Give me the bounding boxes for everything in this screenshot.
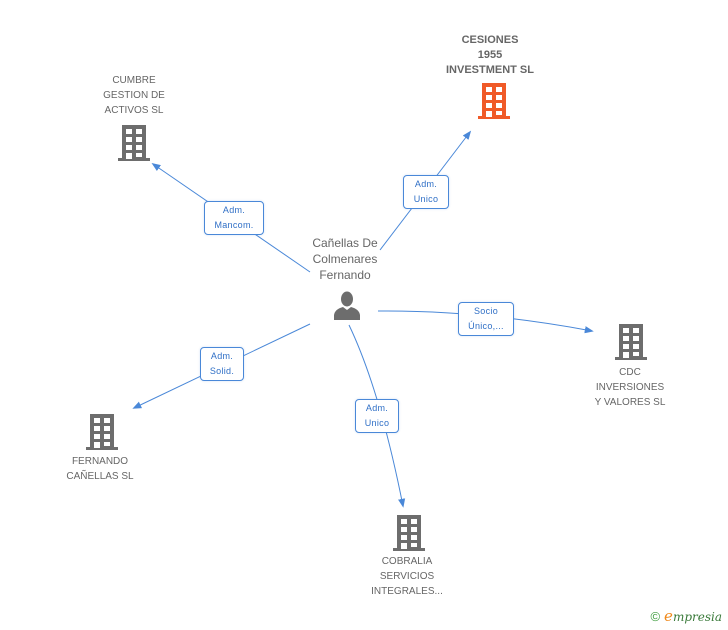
center-person-name[interactable]: Cañellas De Colmenares Fernando: [312, 236, 378, 282]
company-name-cdc[interactable]: CDC INVERSIONES Y VALORES SL: [594, 367, 666, 408]
building-icon-cesiones[interactable]: [477, 83, 511, 119]
edge-label-cdc[interactable]: Socio Único,...: [458, 302, 514, 336]
edge-label-fernando[interactable]: Adm. Solid.: [200, 347, 244, 381]
company-name-cesiones[interactable]: CESIONES 1955 INVESTMENT SL: [445, 34, 534, 76]
building-icon-cumbre[interactable]: [117, 125, 151, 161]
copyright-icon: ©: [650, 608, 661, 624]
edge-label-cesiones[interactable]: Adm. Unico: [403, 175, 449, 209]
edge-label-cumbre[interactable]: Adm. Mancom.: [204, 201, 264, 235]
edge-label-cobralia[interactable]: Adm. Unico: [355, 399, 399, 433]
building-icon-cdc[interactable]: [614, 324, 648, 360]
building-icon-fernando[interactable]: [85, 414, 119, 450]
person-icon[interactable]: [332, 290, 362, 320]
empresia-logo[interactable]: empresia: [664, 607, 722, 625]
brand-initial: e: [664, 607, 673, 625]
building-icon-cobralia[interactable]: [392, 515, 426, 551]
company-name-cobralia[interactable]: COBRALIA SERVICIOS INTEGRALES...: [371, 556, 443, 597]
company-name-fernando[interactable]: FERNANDO CAÑELLAS SL: [66, 456, 134, 482]
brand-rest: mpresia: [672, 610, 722, 624]
company-name-cumbre[interactable]: CUMBRE GESTION DE ACTIVOS SL: [103, 75, 165, 116]
footer-brand: © empresia: [650, 607, 722, 625]
